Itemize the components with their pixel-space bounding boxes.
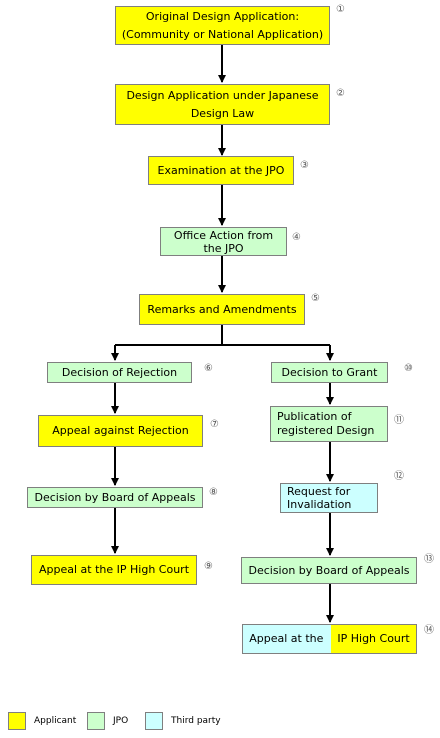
node-label: Appeal at the IP High Court — [38, 563, 190, 576]
node-appeal-at-ip-high-court-left: Appeal at the IP High Court — [31, 555, 197, 585]
legend-swatch-applicant — [8, 712, 26, 730]
step-number-14: ⑭ — [424, 625, 434, 636]
node-decision-by-board-of-appeals-right: Decision by Board of Appeals — [241, 557, 417, 584]
step-number-11: ⑪ — [394, 415, 404, 426]
node-appeal-at-ip-high-court-right: Appeal at the IP High Court — [242, 624, 417, 654]
third-party-fill — [243, 625, 331, 653]
node-request-for-invalidation: Request for Invalidation — [280, 483, 378, 513]
applicant-fill — [331, 625, 416, 653]
node-label: Remarks and Amendments — [147, 302, 297, 316]
step-number-7: ⑦ — [210, 419, 219, 430]
step-number-4: ④ — [292, 232, 301, 243]
node-decision-of-rejection: Decision of Rejection — [47, 362, 192, 383]
node-office-action-from-jpo: Office Action from the JPO — [160, 227, 287, 256]
node-label: Publication of registered Design — [277, 410, 375, 437]
step-number-12: ⑫ — [394, 471, 404, 482]
legend-label-jpo: JPO — [113, 716, 129, 726]
legend-label-third-party: Third party — [171, 716, 221, 726]
step-number-5: ⑤ — [311, 293, 320, 304]
node-label: Appeal against Rejection — [52, 424, 189, 437]
legend-label-applicant: Applicant — [34, 716, 77, 726]
legend-swatch-third-party — [145, 712, 163, 730]
node-label: Decision of Rejection — [61, 365, 178, 379]
node-label: Request for Invalidation — [287, 485, 352, 511]
node-label: Decision by Board of Appeals — [248, 563, 410, 577]
node-examination-at-jpo: Examination at the JPO — [148, 156, 294, 185]
node-design-application-japanese-law: Design Application under Japanese Design… — [115, 84, 330, 125]
node-decision-by-board-of-appeals-left: Decision by Board of Appeals — [27, 487, 203, 508]
node-appeal-against-rejection: Appeal against Rejection — [38, 415, 203, 447]
node-original-design-application: Original Design Application: (Community … — [115, 6, 330, 45]
step-number-10: ⑩ — [404, 363, 413, 374]
node-label: Decision by Board of Appeals — [34, 490, 196, 504]
step-number-13: ⑬ — [424, 554, 434, 565]
node-label: Office Action from the JPO — [173, 228, 274, 255]
step-number-8: ⑧ — [209, 487, 218, 498]
step-number-9: ⑨ — [204, 561, 213, 572]
node-label: Examination at the JPO — [157, 163, 285, 177]
node-remarks-and-amendments: Remarks and Amendments — [139, 294, 305, 325]
step-number-1: ① — [336, 4, 345, 15]
node-publication-of-registered-design: Publication of registered Design — [270, 406, 388, 442]
node-label: Appeal at the IP High Court — [249, 632, 410, 645]
step-number-3: ③ — [300, 160, 309, 171]
step-number-2: ② — [336, 88, 345, 99]
node-decision-to-grant: Decision to Grant — [271, 362, 388, 383]
legend-swatch-jpo — [87, 712, 105, 730]
node-label: Decision to Grant — [281, 365, 378, 379]
node-label: Original Design Application: (Community … — [121, 9, 324, 41]
step-number-6: ⑥ — [204, 363, 213, 374]
node-label: Design Application under Japanese Design… — [126, 88, 319, 120]
